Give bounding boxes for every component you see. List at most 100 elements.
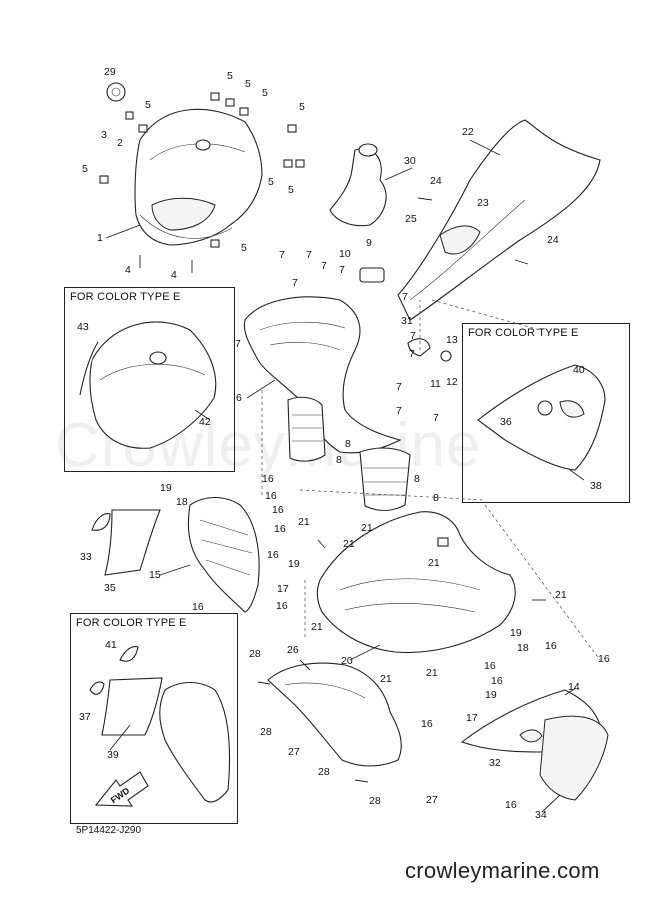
part-number-label: 2 <box>117 137 123 149</box>
part-number-label: 39 <box>107 749 119 761</box>
color-type-box-right: FOR COLOR TYPE E <box>462 323 630 503</box>
color-type-box-bottom: FOR COLOR TYPE E <box>70 613 238 824</box>
part-number-label: 16 <box>274 523 286 535</box>
inner-panel-part <box>243 296 402 454</box>
part-number-label: 7 <box>433 412 439 424</box>
part-number-label: 31 <box>401 315 413 327</box>
part-number-label: 7 <box>306 249 312 261</box>
part-number-label: 5 <box>245 78 251 90</box>
part-number-label: 19 <box>510 627 522 639</box>
part-number-label: 7 <box>321 260 327 272</box>
part-number-label: 28 <box>369 795 381 807</box>
part-number-label: 28 <box>318 766 330 778</box>
part-number-label: 29 <box>104 66 116 78</box>
part-number-label: 19 <box>288 558 300 570</box>
front-cowl-part <box>134 108 263 246</box>
part-number-label: 5 <box>268 176 274 188</box>
part-number-label: 5 <box>262 87 268 99</box>
part-number-label: 21 <box>311 621 323 633</box>
part-number-label: 23 <box>477 197 489 209</box>
part-number-label: 21 <box>298 516 310 528</box>
part-number-label: 27 <box>426 794 438 806</box>
part-number-label: 19 <box>485 689 497 701</box>
part-number-label: 7 <box>292 277 298 289</box>
site-name: crowleymarine.com <box>405 858 600 883</box>
leader-lines <box>105 139 585 813</box>
part-number-label: 1 <box>97 232 103 244</box>
part-number-label: 16 <box>505 799 517 811</box>
part-number-label: 5 <box>299 101 305 113</box>
part-number-label: 24 <box>547 234 559 246</box>
part-number-label: 8 <box>433 492 439 504</box>
part-number-label: 7 <box>235 338 241 350</box>
part-number-label: 21 <box>361 522 373 534</box>
part-number-label: 36 <box>500 416 512 428</box>
part-number-label: 12 <box>446 376 458 388</box>
part-number-label: 28 <box>260 726 272 738</box>
part-number-label: 7 <box>396 381 402 393</box>
part-number-label: 24 <box>430 175 442 187</box>
part-number-label: 5 <box>227 70 233 82</box>
part-number-label: 8 <box>345 438 351 450</box>
part-number-label: 18 <box>517 642 529 654</box>
lower-front-panel-part <box>316 511 516 654</box>
part-number-label: 41 <box>105 639 117 651</box>
part-number-label: 32 <box>489 757 501 769</box>
lower-inner-panel-part <box>267 662 402 767</box>
part-number-label: 7 <box>402 291 408 303</box>
part-number-label: 35 <box>104 582 116 594</box>
emblem-parts <box>91 509 161 576</box>
part-number-label: 16 <box>272 504 284 516</box>
part-number-label: 16 <box>491 675 503 687</box>
part-number-label: 16 <box>265 490 277 502</box>
color-type-side-cover-part <box>477 364 606 471</box>
part-number-label: 17 <box>466 712 478 724</box>
part-number-label: 40 <box>573 364 585 376</box>
part-number-label: 21 <box>428 557 440 569</box>
grommet-part <box>106 82 126 102</box>
diagram-code: 5P14422-J290 <box>76 825 142 836</box>
part-number-label: 7 <box>339 264 345 276</box>
part-number-label: 18 <box>176 496 188 508</box>
part-number-label: 30 <box>404 155 416 167</box>
color-type-cowl-part <box>79 321 217 449</box>
part-number-label: 16 <box>484 660 496 672</box>
part-number-label: 7 <box>279 249 285 261</box>
bracket-part <box>329 143 387 227</box>
part-number-label: 5 <box>241 242 247 254</box>
part-number-label: 37 <box>79 711 91 723</box>
part-number-label: 21 <box>426 667 438 679</box>
part-number-label: 26 <box>287 644 299 656</box>
part-number-label: 20 <box>341 655 353 667</box>
part-number-label: 8 <box>336 454 342 466</box>
part-number-label: 6 <box>236 392 242 404</box>
part-number-label: 4 <box>171 269 177 281</box>
clip-parts <box>99 92 305 248</box>
part-number-label: 42 <box>199 416 211 428</box>
part-number-label: 5 <box>288 184 294 196</box>
mount-parts <box>359 267 452 362</box>
color-type-left-panel-part <box>89 646 231 803</box>
part-number-label: 38 <box>590 480 602 492</box>
part-number-label: 21 <box>380 673 392 685</box>
part-number-label: 16 <box>545 640 557 652</box>
color-type-box-title: FOR COLOR TYPE E <box>76 617 187 629</box>
part-number-label: 8 <box>414 473 420 485</box>
part-number-label: 16 <box>276 600 288 612</box>
part-number-label: 7 <box>410 330 416 342</box>
part-number-label: 5 <box>82 163 88 175</box>
part-number-label: 13 <box>446 334 458 346</box>
color-type-box-title: FOR COLOR TYPE E <box>468 327 579 339</box>
part-number-label: 22 <box>462 126 474 138</box>
part-number-label: 14 <box>568 681 580 693</box>
part-number-label: 16 <box>192 601 204 613</box>
part-number-label: 5 <box>145 99 151 111</box>
part-number-label: 25 <box>405 213 417 225</box>
part-number-label: 11 <box>430 378 441 390</box>
part-number-label: 27 <box>288 746 300 758</box>
part-number-label: 34 <box>535 809 547 821</box>
part-number-label: 15 <box>149 569 161 581</box>
